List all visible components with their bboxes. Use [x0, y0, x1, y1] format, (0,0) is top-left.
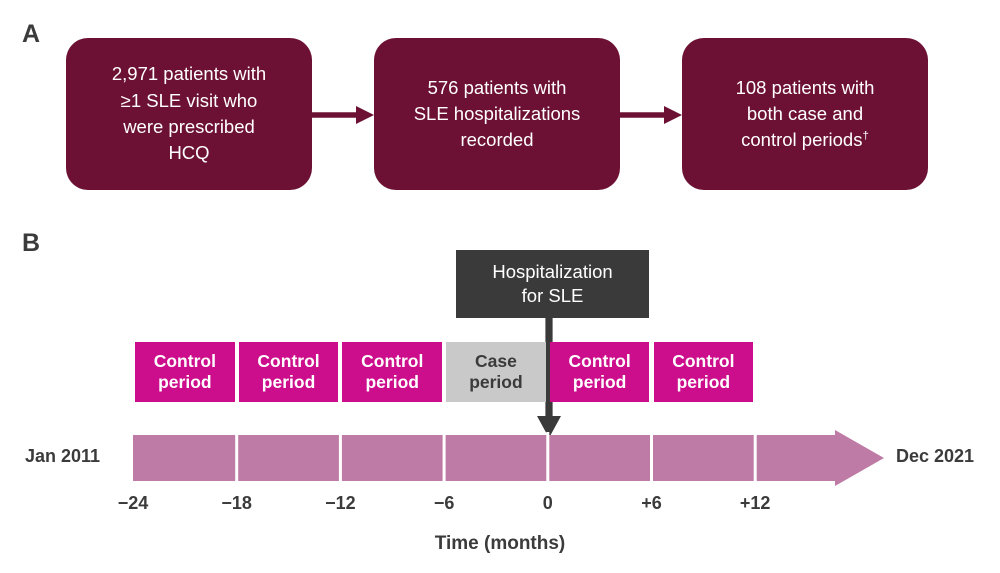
- period-line: Control: [568, 351, 631, 371]
- hosp-line: for SLE: [521, 285, 584, 306]
- flow-line: recorded: [460, 129, 534, 151]
- tick-label-0: 0: [542, 493, 553, 513]
- flow-line: 576 patients with: [427, 76, 567, 98]
- axis-title: Time (months): [434, 533, 566, 554]
- flow-line: SLE hospitalizations: [413, 102, 581, 124]
- period-line: period: [572, 372, 627, 392]
- timeline-start-label: Jan 2011: [25, 446, 101, 466]
- flow-line: were prescribed: [123, 116, 255, 137]
- period-line: Case: [475, 351, 517, 371]
- flow-line: both case and: [746, 102, 864, 124]
- dagger-footnote-marker: †: [862, 129, 869, 142]
- tick-label-12: +12: [739, 493, 771, 513]
- tick-label-6: +6: [641, 493, 662, 513]
- period-line: period: [365, 372, 419, 392]
- period-line: Control: [257, 351, 320, 371]
- arrow-down-icon: [533, 318, 565, 438]
- tick-label--6: −6: [433, 493, 455, 513]
- hospitalization-event-text: Hospitalization for SLE: [492, 260, 612, 309]
- flowchart-box-text: 576 patients with SLE hospitalizations r…: [414, 75, 581, 154]
- arrow-right-icon: [620, 106, 682, 124]
- flowchart-box-text: 2,971 patients with ≥1 SLE visit who wer…: [112, 61, 266, 166]
- hosp-line: Hospitalization: [492, 260, 613, 282]
- period-line: period: [469, 372, 523, 392]
- tick-label--12: −12: [325, 493, 356, 513]
- period-line: period: [158, 372, 212, 392]
- panel-a-letter: A: [22, 20, 41, 48]
- period-line: Control: [361, 351, 424, 371]
- arrow-right-icon: [312, 106, 374, 124]
- flow-line: ≥1 SLE visit who: [120, 89, 258, 111]
- flow-line: 108 patients with: [735, 76, 875, 98]
- timeline-end-label: Dec 2021: [896, 446, 975, 466]
- period-line: period: [261, 372, 316, 392]
- period-line: Control: [672, 351, 735, 371]
- hospitalization-event-box: Hospitalization for SLE: [456, 250, 649, 318]
- flow-line: control periods: [741, 129, 863, 151]
- period-line: Control: [153, 351, 216, 371]
- tick-label--18: −18: [221, 493, 252, 513]
- flowchart-box-cohort-2: 576 patients with SLE hospitalizations r…: [374, 38, 620, 190]
- flowchart-box-text: 108 patients with both case and control …: [736, 75, 875, 154]
- flowchart-box-cohort-1: 2,971 patients with ≥1 SLE visit who wer…: [66, 38, 312, 190]
- panel-b-letter: B: [22, 229, 41, 257]
- flow-line: 2,971 patients with: [111, 63, 267, 85]
- tick-label--24: −24: [117, 493, 149, 513]
- period-line: period: [676, 372, 731, 392]
- flow-line: HCQ: [168, 142, 210, 164]
- timeline-arrow: [133, 430, 884, 486]
- flowchart-box-cohort-3: 108 patients with both case and control …: [682, 38, 928, 190]
